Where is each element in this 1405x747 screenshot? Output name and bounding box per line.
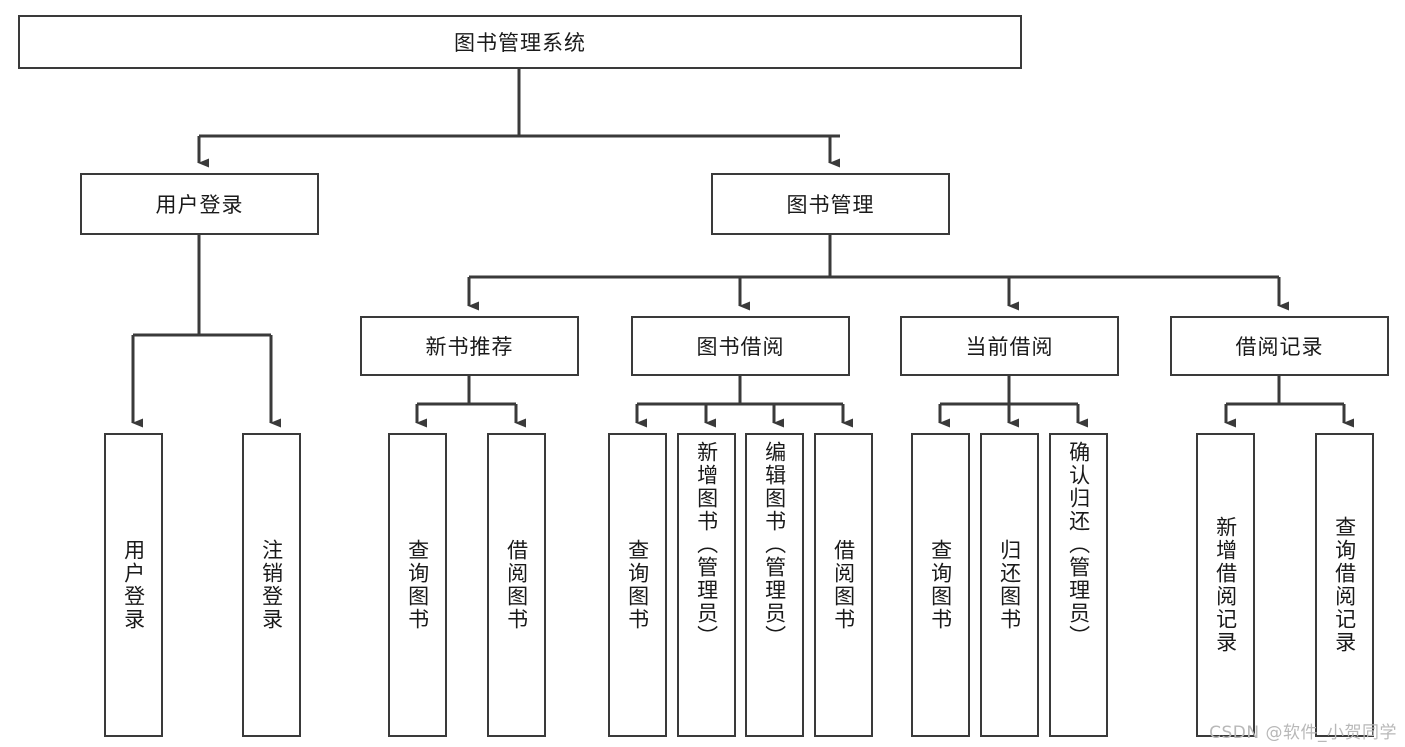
node-label: 用户登录 — [121, 539, 146, 631]
watermark-text: CSDN @软件_小贺同学 — [1209, 723, 1397, 743]
leaf-user-logout[interactable]: 注销登录 — [242, 433, 301, 737]
node-label: 查询图书 — [405, 539, 430, 631]
node-label: 用户登录 — [155, 193, 244, 217]
node-label: 查询图书 — [625, 539, 650, 631]
leaf-user-login[interactable]: 用户登录 — [104, 433, 163, 737]
leaf-borrow-borrow-book[interactable]: 借阅图书 — [814, 433, 873, 737]
node-new-book-recommend[interactable]: 新书推荐 — [360, 316, 579, 376]
node-label: 当前借阅 — [965, 335, 1054, 359]
leaf-record-query-record[interactable]: 查询借阅记录 — [1315, 433, 1374, 737]
leaf-record-add-record[interactable]: 新增借阅记录 — [1196, 433, 1255, 737]
node-label: 新书推荐 — [425, 335, 514, 359]
node-label: 查询图书 — [928, 539, 953, 631]
node-user-login[interactable]: 用户登录 — [80, 173, 319, 235]
node-label: 图书管理系统 — [454, 31, 586, 55]
node-label: 借阅图书 — [831, 539, 856, 631]
leaf-current-query-book[interactable]: 查询图书 — [911, 433, 970, 737]
node-label: 归还图书 — [997, 539, 1022, 631]
node-label: 图书借阅 — [696, 335, 785, 359]
node-label: 查询借阅记录 — [1332, 516, 1357, 654]
node-label: 借阅图书 — [504, 539, 529, 631]
node-book-management[interactable]: 图书管理 — [711, 173, 950, 235]
leaf-borrow-edit-book-admin[interactable]: 编辑图书（管理员） — [745, 433, 804, 737]
node-label: 新增借阅记录 — [1213, 516, 1238, 654]
leaf-borrow-query-book[interactable]: 查询图书 — [608, 433, 667, 737]
leaf-current-confirm-return-admin[interactable]: 确认归还（管理员） — [1049, 433, 1108, 737]
node-label: 注销登录 — [259, 539, 284, 631]
node-root-system[interactable]: 图书管理系统 — [18, 15, 1022, 69]
leaf-newbook-borrow-book[interactable]: 借阅图书 — [487, 433, 546, 737]
node-label: 图书管理 — [786, 193, 875, 217]
node-label: 借阅记录 — [1235, 335, 1324, 359]
node-book-borrow[interactable]: 图书借阅 — [631, 316, 850, 376]
leaf-current-return-book[interactable]: 归还图书 — [980, 433, 1039, 737]
node-label: 确认归还（管理员） — [1066, 441, 1091, 648]
node-label: 新增图书（管理员） — [694, 441, 719, 648]
leaf-borrow-add-book-admin[interactable]: 新增图书（管理员） — [677, 433, 736, 737]
node-label: 编辑图书（管理员） — [762, 441, 787, 648]
node-current-borrow[interactable]: 当前借阅 — [900, 316, 1119, 376]
leaf-newbook-query-book[interactable]: 查询图书 — [388, 433, 447, 737]
node-borrow-record[interactable]: 借阅记录 — [1170, 316, 1389, 376]
